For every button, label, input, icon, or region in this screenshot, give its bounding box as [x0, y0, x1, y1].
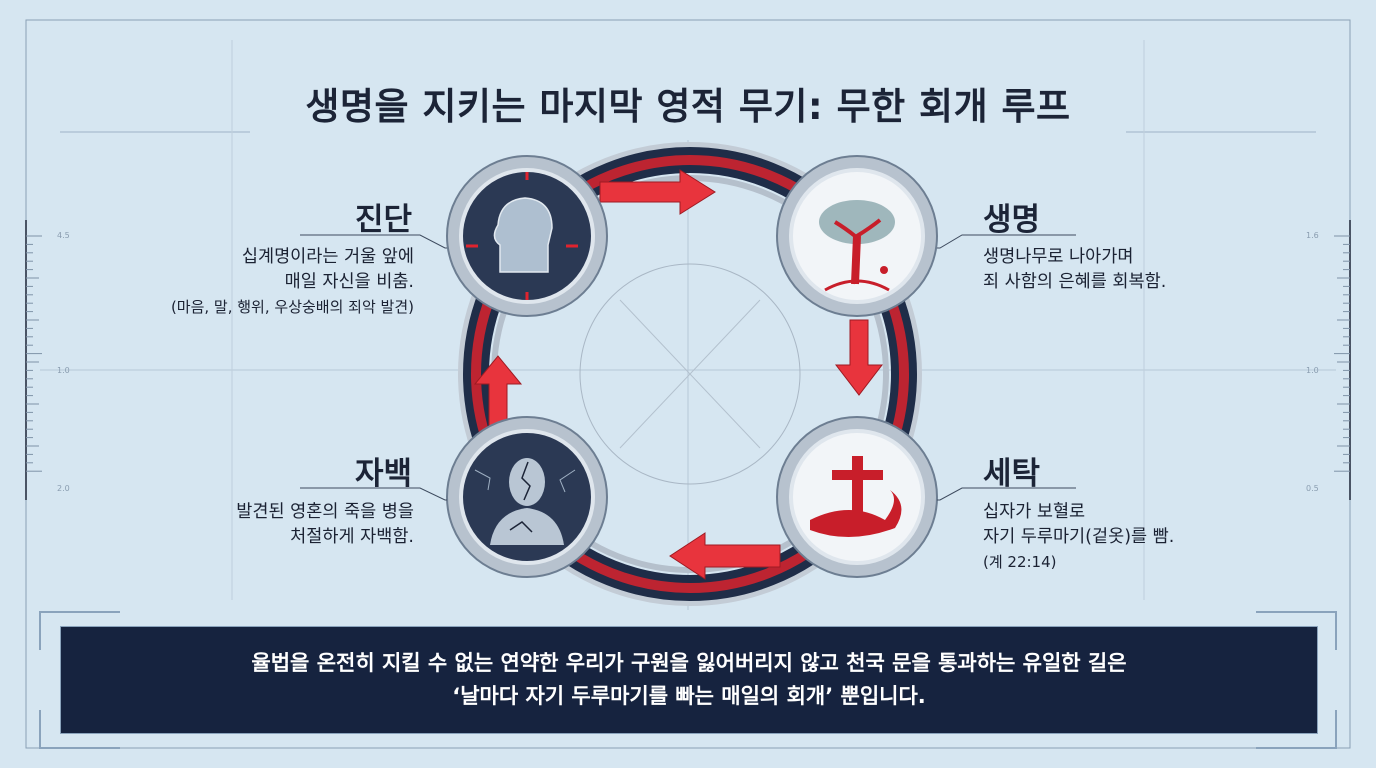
cross-blood-icon [810, 456, 902, 538]
stage-title-life: 생명 [983, 202, 1041, 238]
stage-desc-life: 생명나무로 나아가며 죄 사함의 은혜를 회복함. [983, 245, 1166, 295]
ruler-right-label: 1.0 [1306, 366, 1319, 375]
cracked-person-icon [474, 458, 576, 545]
node-diagnosis[interactable] [446, 155, 608, 317]
ruler-right-label: 1.6 [1306, 231, 1319, 240]
desc-note: (마음, 말, 행위, 우상숭배의 죄악 발견) [170, 298, 414, 316]
ruler-right-label: 0.5 [1306, 484, 1319, 493]
banner-frame [39, 611, 1337, 749]
desc-line: 처절하게 자백함. [290, 527, 414, 547]
summary-banner: 율법을 온전히 지킬 수 없는 연약한 우리가 구원을 잃어버리지 않고 천국 … [60, 626, 1318, 734]
loop-arrows [473, 169, 884, 580]
tree-of-life-icon [819, 200, 895, 292]
desc-line: 자기 두루마기(겉옷)를 빰. [983, 527, 1175, 547]
stage-desc-confession: 발견된 영혼의 죽을 병을 처절하게 자백함. [236, 500, 414, 550]
stage-desc-washing: 십자가 보혈로 자기 두루마기(겉옷)를 빰. (계 22:14) [983, 500, 1174, 575]
connector-lines [300, 234, 1076, 501]
desc-line: 죄 사함의 은혜를 회복함. [983, 272, 1167, 292]
arrow-right-icon [599, 169, 716, 215]
page-title: 생명을 지키는 마지막 영적 무기: 무한 회개 루프 [305, 85, 1071, 128]
banner-line: ‘날마다 자기 두루마기를 빠는 매일의 회개’ 뿐입니다. [452, 684, 926, 708]
node-confession[interactable] [446, 416, 608, 578]
stage-desc-diagnosis: 십계명이라는 거울 앞에 매일 자신을 비춤. (마음, 말, 행위, 우상숭배… [171, 245, 414, 320]
desc-note: (계 22:14) [983, 553, 1057, 571]
banner-line: 율법을 온전히 지킬 수 없는 연약한 우리가 구원을 잃어버리지 않고 천국 … [251, 651, 1127, 675]
desc-line: 매일 자신을 비춤. [284, 272, 414, 292]
ruler-left-label: 1.0 [57, 366, 70, 375]
desc-line: 십자가 보혈로 [983, 502, 1086, 522]
stage-title-diagnosis: 진단 [354, 202, 412, 238]
node-washing[interactable] [776, 416, 938, 578]
ruler-left-label: 4.5 [57, 231, 70, 240]
arrow-left-icon [669, 532, 781, 580]
stage-title-washing: 세탁 [983, 456, 1041, 492]
arrow-down-icon [834, 319, 884, 396]
stage-title-confession: 자백 [354, 456, 412, 492]
head-scan-icon [466, 172, 578, 300]
node-life[interactable] [776, 155, 938, 317]
ruler-left-label: 2.0 [57, 484, 70, 493]
desc-line: 생명나무로 나아가며 [983, 247, 1134, 267]
desc-line: 십계명이라는 거울 앞에 [241, 247, 414, 267]
desc-line: 발견된 영혼의 죽을 병을 [236, 502, 414, 522]
loop-ring [458, 142, 922, 606]
